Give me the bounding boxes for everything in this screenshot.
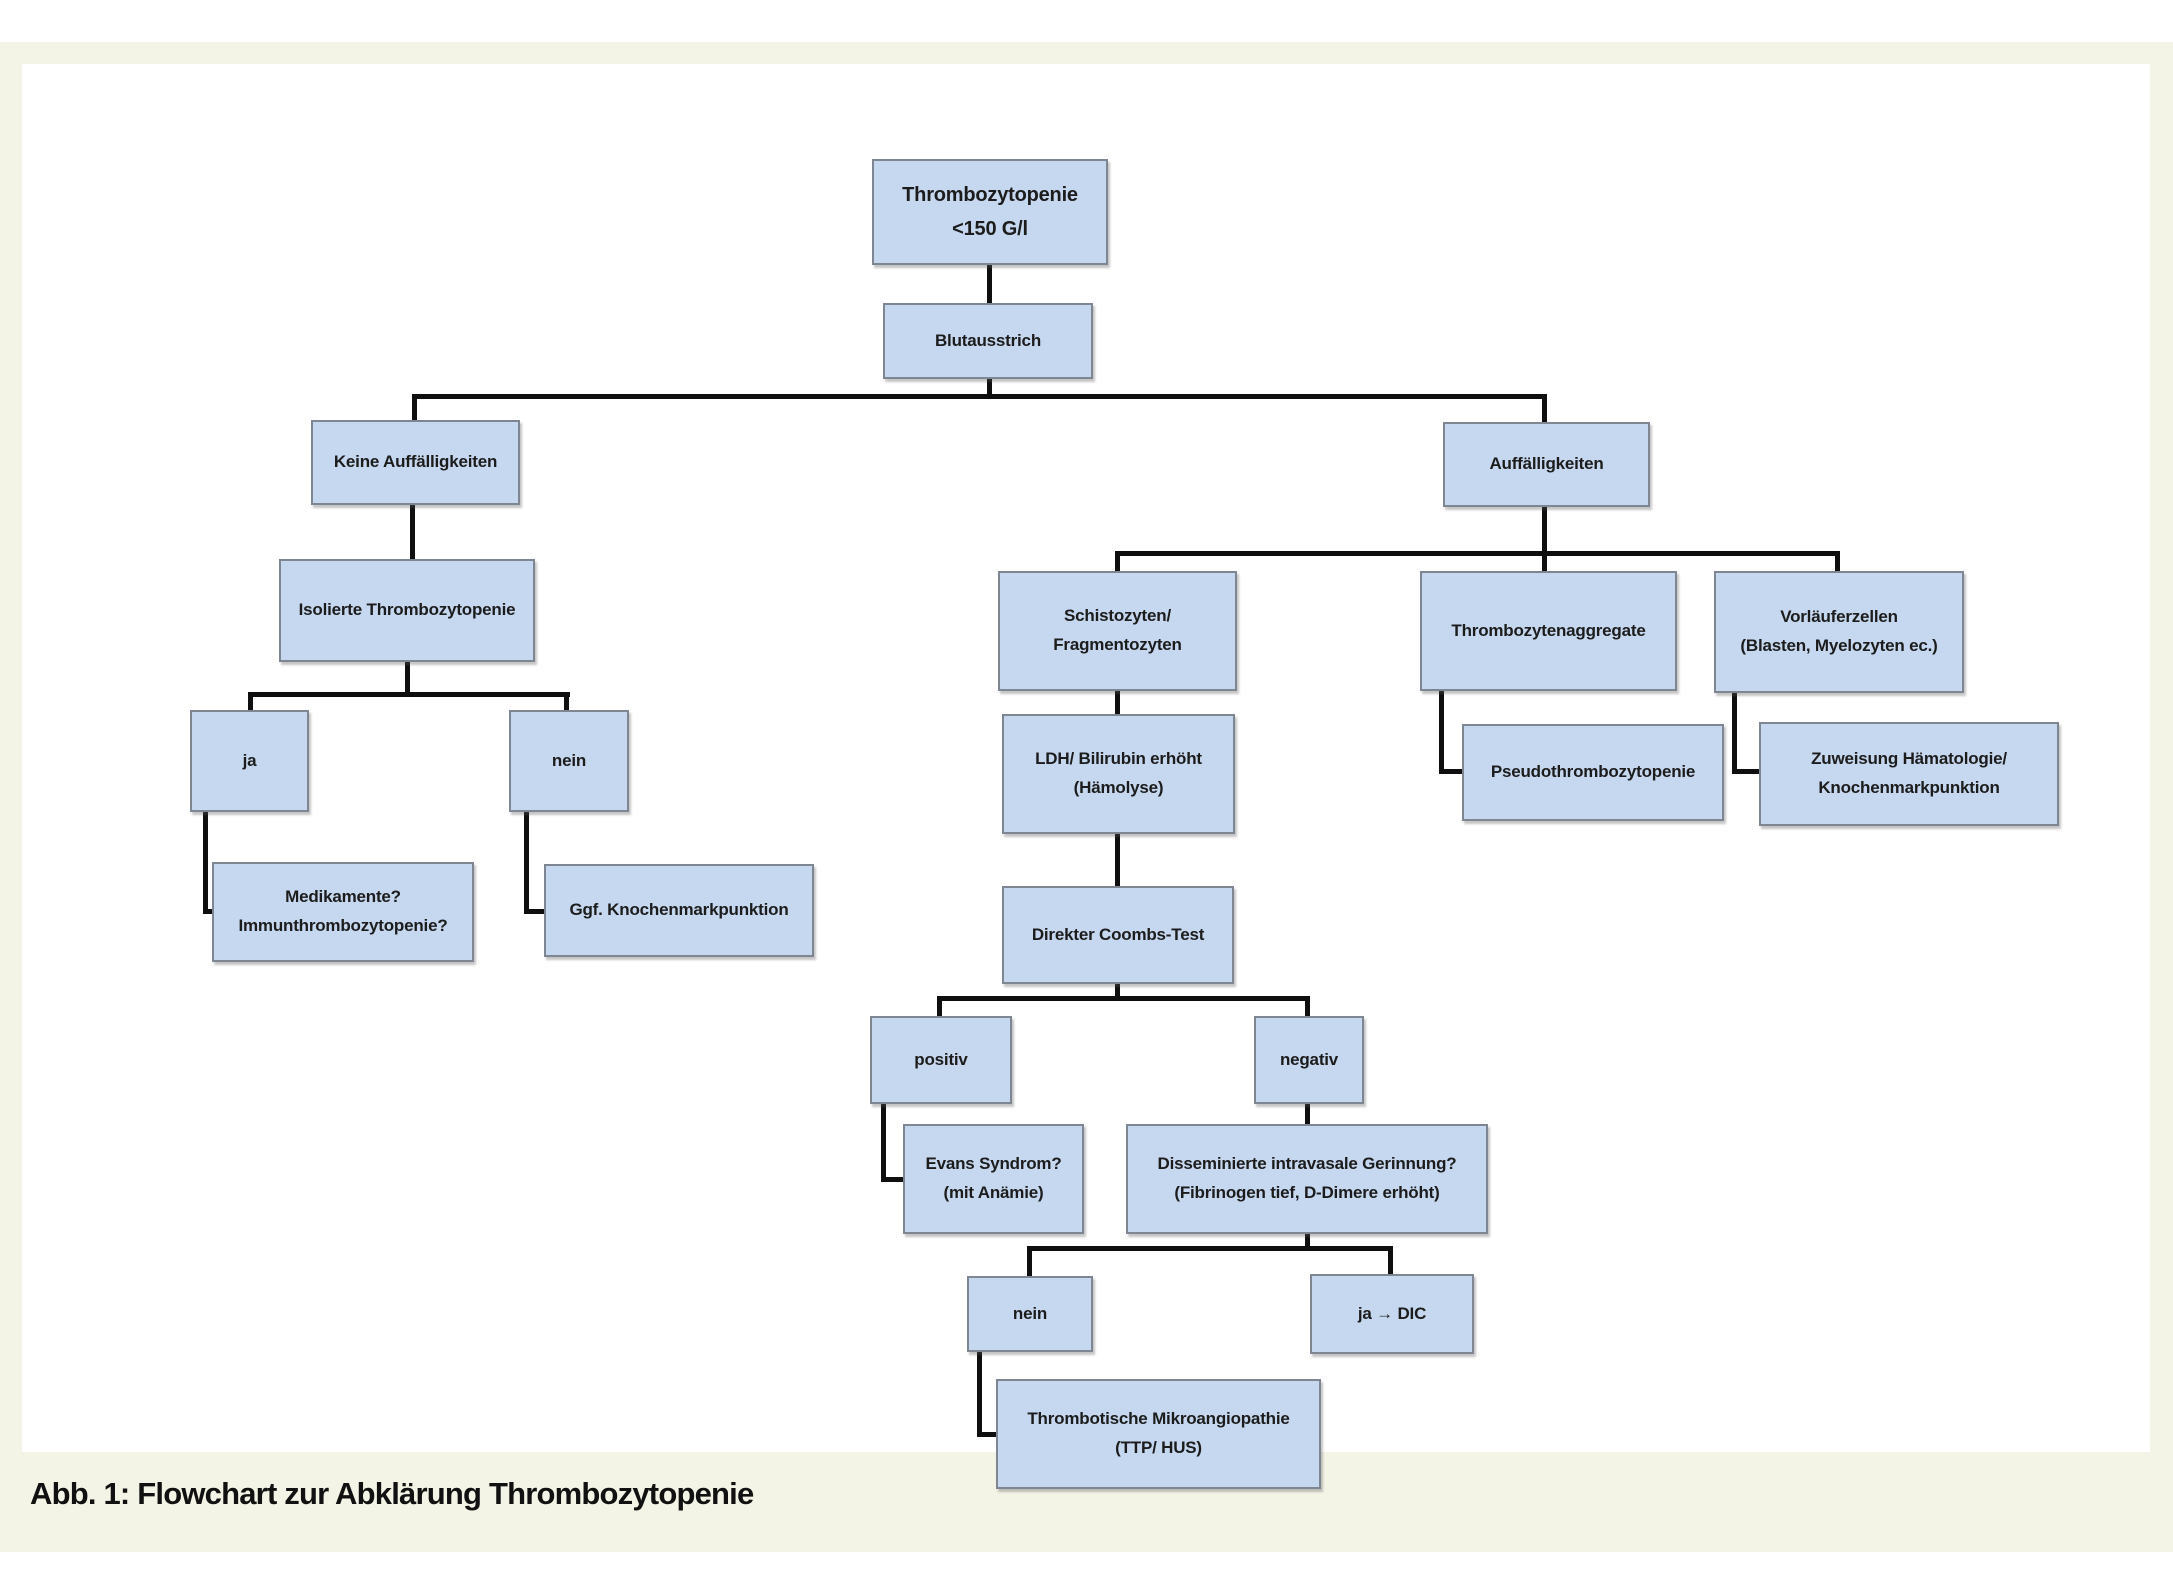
flow-connector-segment: [1305, 1233, 1310, 1251]
flow-node-label: Thrombozytenaggregate: [1451, 620, 1646, 640]
flow-connector-segment: [977, 1432, 998, 1437]
flow-connector-segment: [1115, 983, 1120, 1001]
flow-connector-segment: [937, 996, 1310, 1001]
flow-node-label: Immunthrombozytopenie?: [238, 916, 448, 935]
flow-node-dic-frage: Disseminierte intravasale Gerinnung? (Fib…: [1126, 1124, 1488, 1234]
flow-node-ja-dic: ja → DIC: [1310, 1274, 1474, 1354]
flow-connector-segment: [1732, 692, 1737, 774]
flow-node-label: Thrombozytopenie: [902, 184, 1078, 206]
flow-node-ldh-bilirubin: LDH/ Bilirubin erhöht (Hämolyse): [1002, 714, 1235, 834]
flow-node-label: Isolierte Thrombozytopenie: [298, 600, 516, 620]
flow-node-medikamente: Medikamente? Immunthrombozytopenie?: [212, 862, 474, 962]
flow-node-ggf-knochenmarkpunktion: Ggf. Knochenmarkpunktion: [544, 864, 814, 957]
flow-node-label: Zuweisung Hämatologie/: [1811, 749, 2007, 769]
flow-node-thrombozytopenie: Thrombozytopenie <150 G/l: [872, 159, 1108, 265]
figure-caption: Abb. 1: Flowchart zur Abklärung Thromboz…: [30, 1476, 754, 1511]
flow-connector-segment: [1115, 690, 1120, 716]
flow-node-label: Evans Syndrom?: [925, 1154, 1062, 1174]
flow-node-pseudothrombozytopenie: Pseudothrombozytopenie: [1462, 724, 1724, 821]
flow-node-positiv: positiv: [870, 1016, 1012, 1104]
flow-node-label: Thrombotische Mikroangiopathie: [1027, 1409, 1290, 1429]
flow-node-label: Keine Auffälligkeiten: [333, 452, 498, 472]
flow-node-label: ja: [242, 750, 257, 770]
flow-node-ttp-hus: Thrombotische Mikroangiopathie (TTP/ HUS): [996, 1379, 1321, 1489]
flow-connector-segment: [987, 378, 992, 398]
flow-connector-segment: [987, 265, 992, 305]
flow-node-negativ: negativ: [1254, 1016, 1364, 1104]
flow-node-label: Ggf. Knochenmarkpunktion: [569, 900, 789, 920]
flow-node-nein: nein: [509, 710, 629, 812]
flow-connector-segment: [937, 999, 942, 1018]
flow-node-label: positiv: [914, 1049, 968, 1069]
flow-node-label: Blutausstrich: [934, 330, 1042, 350]
flow-node-label: Schistozyten/: [1064, 606, 1171, 626]
flow-node-schistozyten: Schistozyten/Fragmentozyten: [998, 571, 1237, 691]
flow-node-label: (Blasten, Myelozyten ec.): [1740, 636, 1938, 655]
flow-connector-segment: [412, 394, 1547, 399]
flow-connector-segment: [977, 1351, 982, 1437]
flow-node-label: negativ: [1279, 1049, 1339, 1069]
flow-node-label: nein: [1012, 1303, 1048, 1323]
flow-node-label: (Fibrinogen tief, D-Dimere erhöht): [1174, 1183, 1440, 1202]
flow-connector-segment: [1305, 999, 1310, 1018]
flow-node-auffaelligkeiten: Auffälligkeiten: [1443, 422, 1650, 507]
flow-connector-segment: [1542, 554, 1547, 573]
flow-node-direkter-coombs-test: Direkter Coombs-Test: [1002, 886, 1234, 984]
flow-node-nein-2: nein: [967, 1276, 1093, 1352]
flow-node-label: Vorläuferzellen: [1780, 607, 1898, 627]
flow-node-label: Knochenmarkpunktion: [1818, 778, 2000, 797]
flow-connector-segment: [1542, 397, 1547, 424]
flow-node-label: (Hämolyse): [1073, 778, 1164, 797]
flow-node-thrombozytenaggregate: Thrombozytenaggregate: [1420, 571, 1677, 691]
flow-node-vorlaeuferzellen: Vorläuferzellen (Blasten, Myelozyten ec.): [1714, 571, 1964, 693]
flow-node-keine-auffaelligkeiten: Keine Auffälligkeiten: [311, 420, 520, 505]
flow-connector-segment: [1732, 769, 1761, 774]
flow-node-label: Direkter Coombs-Test: [1031, 924, 1205, 944]
flow-connector-segment: [1115, 833, 1120, 888]
flow-node-zuweisung-haematologie: Zuweisung Hämatologie/Knochenmarkpunktio…: [1759, 722, 2059, 826]
flow-node-label: Disseminierte intravasale Gerinnung?: [1157, 1154, 1457, 1174]
flow-node-ja: ja: [190, 710, 309, 812]
flow-node-blutausstrich: Blutausstrich: [883, 303, 1093, 379]
flow-connector-segment: [1439, 690, 1444, 774]
flow-node-label: Medikamente?: [285, 887, 401, 907]
flow-connector-segment: [1305, 1103, 1310, 1126]
flow-node-label: LDH/ Bilirubin erhöht: [1035, 749, 1202, 769]
flow-connector-segment: [1027, 1249, 1032, 1278]
flow-node-label: Fragmentozyten: [1053, 635, 1182, 654]
flow-node-label: Auffälligkeiten: [1489, 454, 1604, 474]
flow-connector-segment: [248, 695, 253, 712]
flow-connector-segment: [1115, 551, 1840, 556]
flow-connector-segment: [1388, 1249, 1393, 1276]
flow-connector-segment: [405, 661, 410, 694]
flow-connector-segment: [1027, 1246, 1393, 1251]
flow-connector-segment: [410, 505, 415, 561]
flow-connector-segment: [524, 909, 546, 914]
flow-connector-segment: [881, 1103, 886, 1182]
flow-connector-segment: [248, 692, 570, 697]
flow-node-label: Pseudothrombozytopenie: [1490, 762, 1696, 782]
flow-node-isolierte-thrombozytopenie: Isolierte Thrombozytopenie: [279, 559, 535, 662]
flow-connector-segment: [1439, 769, 1464, 774]
flow-connector-segment: [524, 811, 529, 914]
flow-node-label: <150 G/l: [952, 218, 1028, 240]
flow-node-label: nein: [551, 750, 587, 770]
flow-connector-segment: [1835, 554, 1840, 573]
flow-connector-segment: [881, 1177, 905, 1182]
flow-connector-segment: [1542, 506, 1547, 556]
flow-node-label: (TTP/ HUS): [1115, 1438, 1202, 1457]
flow-node-evans-syndrom: Evans Syndrom? (mit Anämie): [903, 1124, 1084, 1234]
flow-connector-segment: [412, 397, 417, 422]
flow-connector-segment: [1115, 554, 1120, 573]
flow-connector-segment: [203, 909, 214, 914]
flow-node-label: (mit Anämie): [943, 1183, 1044, 1202]
flow-node-label: ja → DIC: [1357, 1303, 1427, 1323]
flow-connector-segment: [203, 811, 208, 914]
flow-connector-segment: [564, 695, 569, 712]
